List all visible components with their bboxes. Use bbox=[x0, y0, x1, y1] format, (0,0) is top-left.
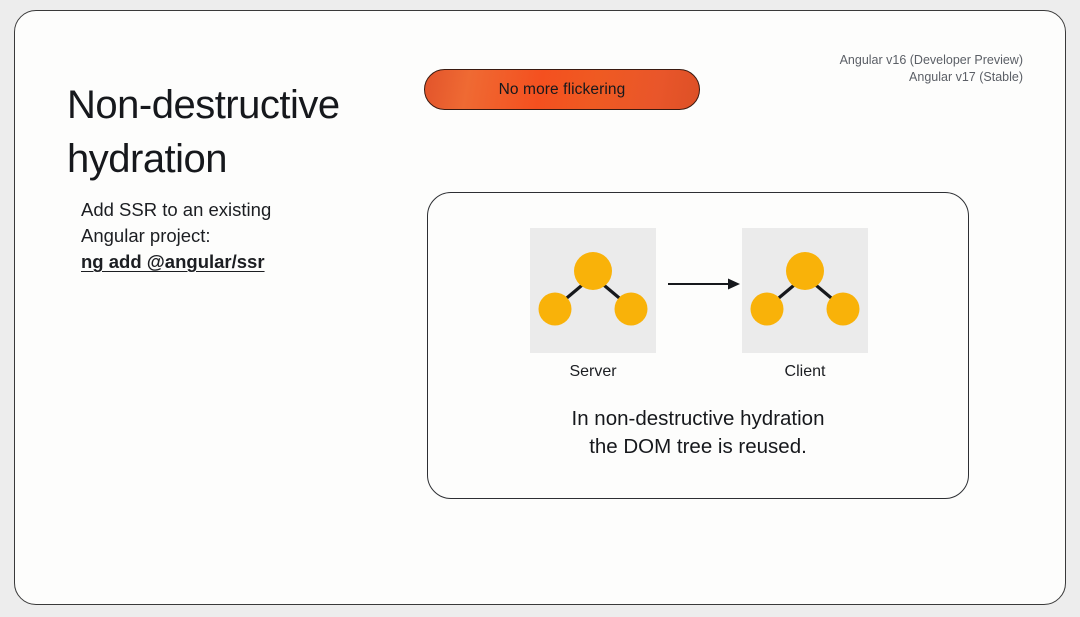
body-copy: Add SSR to an existing Angular project: … bbox=[81, 197, 401, 275]
client-node-left bbox=[750, 292, 784, 326]
server-tree-graph bbox=[538, 252, 648, 326]
client-tree-graph bbox=[750, 252, 860, 326]
slide-card: Non-destructive hydration No more flicke… bbox=[14, 10, 1066, 605]
status-badge-label: No more flickering bbox=[498, 80, 626, 98]
server-label: Server bbox=[569, 363, 617, 380]
server-tree-box bbox=[530, 228, 656, 353]
client-node-right bbox=[826, 292, 860, 326]
server-node-right bbox=[614, 292, 648, 326]
page-title: Non-destructive hydration bbox=[67, 82, 340, 181]
client-node-root bbox=[786, 252, 824, 290]
arrow-right-icon bbox=[668, 278, 740, 290]
body-copy-line-2: Angular project: bbox=[81, 225, 211, 246]
server-node-left bbox=[538, 292, 572, 326]
version-notes: Angular v16 (Developer Preview) Angular … bbox=[840, 52, 1023, 86]
version-note-line-1: Angular v16 (Developer Preview) bbox=[839, 53, 1023, 67]
client-tree-box bbox=[742, 228, 868, 353]
diagram-panel: Server Client In non-destructive hydrati… bbox=[427, 192, 969, 499]
status-badge: No more flickering bbox=[424, 69, 700, 110]
version-note-line-2: Angular v17 (Stable) bbox=[909, 70, 1023, 84]
install-command: ng add @angular/ssr bbox=[81, 251, 265, 272]
client-label: Client bbox=[784, 363, 826, 380]
server-node-root bbox=[574, 252, 612, 290]
body-copy-line-1: Add SSR to an existing bbox=[81, 199, 272, 220]
diagram-caption: In non-destructive hydration the DOM tre… bbox=[571, 407, 825, 458]
